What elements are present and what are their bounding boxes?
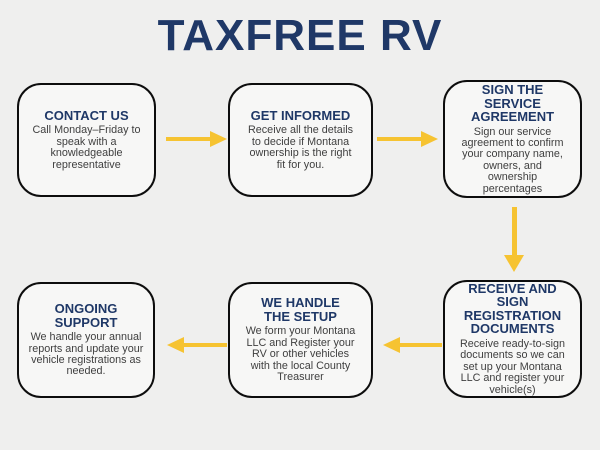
step-box-get-informed: GET INFORMED Receive all the details to … [228,83,373,197]
step-box-sign-service-agreement: SIGN THE SERVICE AGREEMENT Sign our serv… [443,80,582,198]
arrow-shaft [377,136,424,142]
arrow-right-icon [166,130,227,148]
arrow-shaft [166,136,213,142]
step-title: GET INFORMED [250,107,351,123]
arrow-shaft [181,342,227,348]
arrow-left-icon [167,336,227,354]
arrow-head [210,130,227,147]
arrow-head [421,130,438,147]
page-title: TAXFREE RV [157,11,443,60]
arrow-shaft [512,207,517,258]
arrow-left-icon [383,336,442,354]
step-title: SIGN THE SERVICE AGREEMENT [470,82,555,125]
step-box-contact-us: CONTACT US Call Monday–Friday to speak w… [17,83,156,197]
step-body: Call Monday–Friday to speak with a knowl… [32,124,141,171]
arrow-head [504,255,524,272]
arrow-right-icon [377,130,438,148]
step-title: WE HANDLE THE SETUP [261,295,340,324]
arrow-shaft [397,342,442,348]
step-title: RECEIVE AND SIGN REGISTRATION DOCUMENTS [463,280,562,337]
step-box-we-handle-the-setup: WE HANDLE THE SETUP We form your Montana… [228,282,373,398]
step-body: Receive all the details to decide if Mon… [247,124,354,171]
step-box-receive-sign-registration-documents: RECEIVE AND SIGN REGISTRATION DOCUMENTS … [443,280,582,398]
step-body: Sign our service agreement to confirm yo… [461,125,564,195]
step-title: CONTACT US [44,107,129,123]
step-box-ongoing-support: ONGOING SUPPORT We handle your annual re… [17,282,155,398]
arrow-down-icon [504,207,525,272]
step-title: ONGOING SUPPORT [54,301,118,330]
arrow-head [167,336,184,353]
step-body: We form your Montana LLC and Register yo… [245,325,356,384]
step-body: We handle your annual reports and update… [28,331,144,378]
step-body: Receive ready-to-sign documents so we ca… [459,337,566,396]
arrow-head [383,336,400,353]
